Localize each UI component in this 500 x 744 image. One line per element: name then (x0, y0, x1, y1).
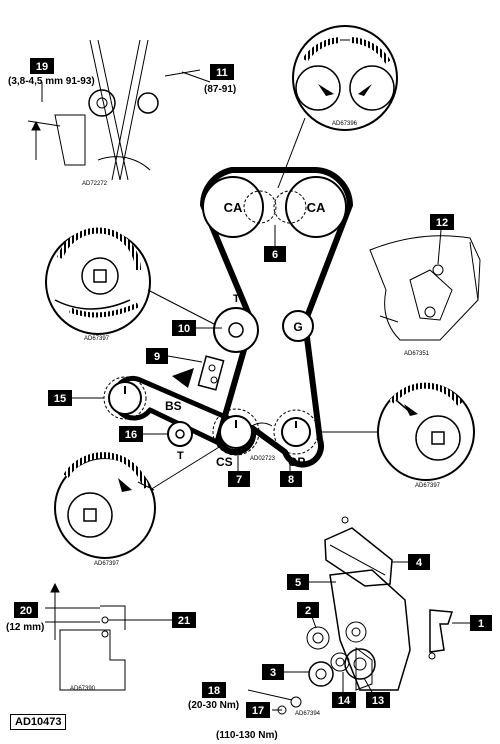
callout-12: 12 (430, 214, 454, 230)
callout-16-label: 16 (125, 429, 137, 441)
callout-5: 5 (287, 574, 309, 590)
oil-pump-pulley (281, 417, 311, 447)
ref-label-oil-pump-detail: AD67397 (415, 483, 441, 489)
callout-17-label: 17 (252, 705, 264, 717)
pulley-label-bs-tensioner: T (177, 450, 184, 462)
pulley-label-idler: G (293, 320, 302, 334)
callout-1-label: 1 (478, 618, 484, 630)
callout-9: 9 (146, 348, 168, 364)
ref-label-tensioner-detail: AD67397 (84, 336, 110, 342)
pulley-label-tensioner: T (233, 293, 240, 305)
camshaft-pulley-right: CA (285, 176, 347, 238)
callout-3: 3 (262, 664, 284, 680)
balance-shaft-tensioner: T (167, 421, 193, 462)
callout-18-label: 18 (208, 685, 220, 697)
detail-bottom-left (45, 582, 172, 691)
spec-19: (3,8-4,5 mm 91-93) (8, 76, 95, 87)
callout-17: 17 (246, 702, 270, 718)
callout-18: 18 (202, 682, 226, 698)
callout-14-label: 14 (338, 695, 351, 707)
callout-7: 7 (228, 471, 250, 487)
callout-11-label: 11 (216, 67, 228, 79)
detail-crank: AD67397 (54, 452, 156, 567)
callout-8-label: 8 (288, 474, 294, 486)
detail-top-left (27, 39, 201, 181)
callout-16: 16 (119, 426, 143, 442)
pulley-label-ca-right: CA (307, 200, 326, 215)
detail-oil-pump: AD67397 (377, 382, 475, 489)
ref-label-crank-detail: AD67397 (94, 561, 120, 567)
idler-pulley: G (282, 310, 314, 342)
spec-20: (12 mm) (6, 622, 44, 633)
ref-label-cam-detail: AD67396 (332, 121, 358, 127)
callout-21-label: 21 (178, 615, 190, 627)
pulley-label-ca-left: CA (224, 200, 243, 215)
callout-15-label: 15 (54, 393, 66, 405)
callout-13: 13 (366, 692, 390, 708)
callout-13-label: 13 (372, 695, 384, 707)
callout-9-label: 9 (154, 351, 160, 363)
detail-tensioner: AD67397 (45, 227, 151, 342)
callout-10-label: 10 (178, 323, 190, 335)
callout-14: 14 (332, 692, 356, 708)
camshaft-pulley-left: CA (202, 176, 264, 238)
pulley-label-balance-shaft: BS (165, 399, 182, 413)
callout-11: 11 (210, 64, 234, 80)
ref-label-center: AD02723 (250, 456, 276, 462)
detail-engine-block (369, 235, 481, 341)
ref-label-bottom-left: AD67390 (70, 686, 96, 692)
pulley-label-crankshaft: CS (216, 455, 233, 469)
callout-6: 6 (264, 246, 286, 262)
callout-21: 21 (172, 612, 196, 628)
callout-boxes: 19 11 6 12 10 9 15 16 7 8 4 5 2 1 20 21 … (14, 58, 492, 718)
callout-5-label: 5 (295, 577, 301, 589)
callout-2-label: 2 (305, 605, 311, 617)
callout-1: 1 (470, 615, 492, 631)
callout-2: 2 (297, 602, 319, 618)
callout-4: 4 (408, 554, 430, 570)
spec-17: (110-130 Nm) (216, 730, 278, 741)
leader-lines (41, 71, 474, 711)
pulley-label-oil-pump: OP (288, 455, 305, 469)
spec-11: (87-91) (204, 84, 236, 95)
callout-6-label: 6 (272, 249, 278, 261)
spec-18: (20-30 Nm) (188, 700, 239, 711)
callout-20: 20 (14, 602, 38, 618)
callout-15: 15 (48, 390, 72, 406)
callout-4-label: 4 (416, 557, 423, 569)
callout-19: 19 (30, 58, 54, 74)
callout-10: 10 (172, 320, 196, 336)
spec-texts: (3,8-4,5 mm 91-93) (87-91) (12 mm) (20-3… (6, 76, 278, 741)
ref-label-covers: AD67394 (295, 711, 321, 717)
callout-20-label: 20 (20, 605, 32, 617)
callout-3-label: 3 (270, 667, 276, 679)
timing-mark-circles-cam (243, 190, 307, 224)
detail-cam-marks: AD67396 (292, 25, 398, 131)
tensioner-tool (172, 355, 225, 391)
detail-covers-exploded (277, 516, 454, 715)
crankshaft-pulley (219, 415, 253, 449)
callout-8: 8 (280, 471, 302, 487)
ref-label-engine-block: AD67351 (404, 351, 430, 357)
callout-7-label: 7 (236, 474, 242, 486)
callout-12-label: 12 (436, 217, 448, 229)
ref-label-top-left: AD72272 (82, 181, 108, 187)
main-tensioner-pulley: T (213, 293, 259, 353)
callout-19-label: 19 (36, 61, 48, 73)
sheet-id: AD10473 (10, 714, 67, 730)
balance-shaft-pulley (108, 381, 142, 415)
